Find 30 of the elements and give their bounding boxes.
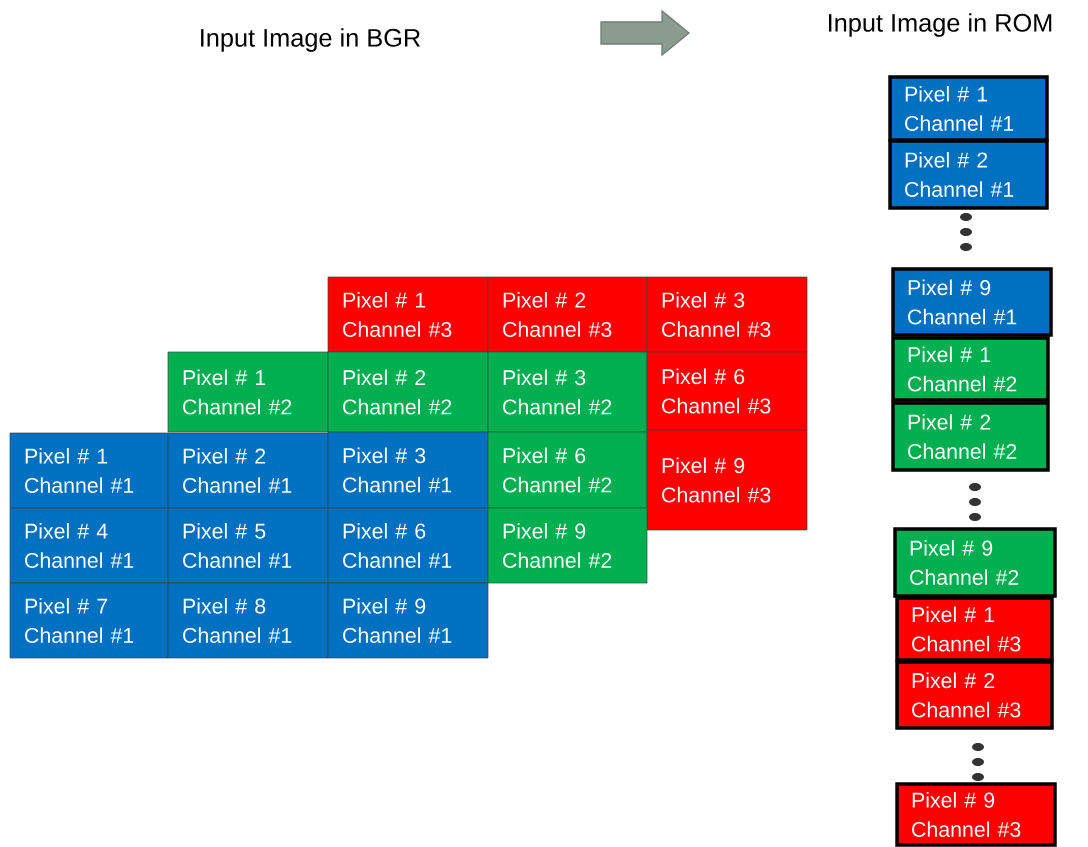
pixel-cell: Pixel # 9 Channel #1 [327,582,489,659]
pixel-cell: Pixel # 3 Channel #1 [327,431,489,509]
pixel-cell: Pixel # 3 Channel #3 [646,276,808,353]
heading: Input Image in BGR [201,28,421,52]
memory-cell: Pixel # 9 Channel #3 [895,782,1057,847]
memory-cell: Pixel # 9 Channel #2 [893,527,1057,598]
pixel-cell: Pixel # 4 Channel #1 [9,507,169,584]
pixel-cell: Pixel # 9 Channel #3 [646,429,808,531]
pixel-cell: Pixel # 9 Channel #2 [487,507,648,584]
pixel-cell: Pixel # 6 Channel #1 [327,507,489,584]
pixel-cell: Pixel # 6 Channel #2 [487,431,648,509]
pixel-cell: Pixel # 2 Channel #2 [327,351,489,433]
pixel-cell: Pixel # 1 Channel #1 [9,432,169,509]
pixel-cell: Pixel # 7 Channel #1 [9,582,169,659]
pixel-cell: Pixel # 5 Channel #1 [167,507,329,584]
memory-cell: Pixel # 1 Channel #1 [888,75,1049,142]
memory-cell: Pixel # 2 Channel #1 [888,139,1049,210]
pixel-cell: Pixel # 8 Channel #1 [167,582,329,659]
memory-cell: Pixel # 1 Channel #2 [891,336,1050,402]
pixel-cell: Pixel # 6 Channel #3 [646,351,808,431]
pixel-cell: Pixel # 2 Channel #1 [167,432,329,509]
memory-cell: Pixel # 2 Channel #2 [891,401,1050,472]
pixel-cell: Pixel # 3 Channel #2 [487,351,648,433]
pixel-cell: Pixel # 1 Channel #3 [327,276,489,353]
pixel-cell: Pixel # 2 Channel #3 [487,276,648,353]
memory-cell: Pixel # 9 Channel #1 [891,267,1053,337]
memory-cell: Pixel # 2 Channel #3 [895,660,1054,730]
memory-cell: Pixel # 1 Channel #3 [895,596,1054,662]
pixel-cell: Pixel # 1 Channel #2 [167,351,329,433]
heading: Input Image in ROM [829,13,1052,37]
